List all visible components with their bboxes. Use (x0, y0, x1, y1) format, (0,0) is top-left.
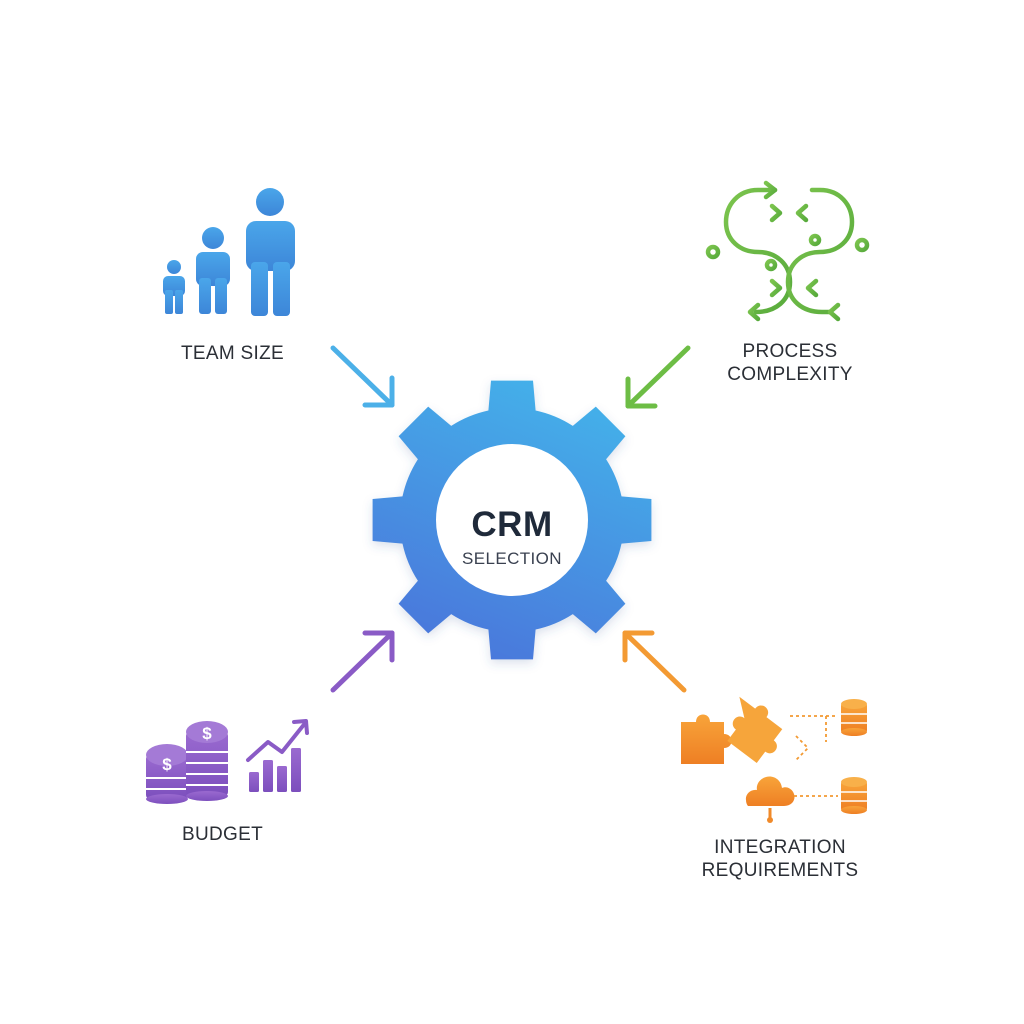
arrow-team-to-center (330, 345, 395, 408)
label-line: TEAM SIZE (181, 343, 284, 364)
label-budget: BUDGET (150, 823, 295, 846)
puzzle-database-icon (681, 696, 867, 823)
arrow-budget-to-center (330, 630, 395, 693)
label-line: BUDGET (182, 824, 263, 845)
arrow-process-to-center (625, 345, 691, 409)
person-small (163, 260, 185, 314)
database-icon-top (841, 699, 867, 736)
center-circle (436, 444, 588, 596)
center-subtitle: SELECTION (462, 549, 562, 568)
label-line: PROCESS (742, 341, 838, 362)
database-bottom-lines (841, 791, 867, 802)
label-integration-requirements: INTEGRATION REQUIREMENTS (680, 836, 880, 882)
label-team-size: TEAM SIZE (150, 342, 315, 365)
arrow-integration-to-center (622, 630, 687, 693)
cloud-icon (745, 776, 795, 823)
dollar-sign-left: $ (162, 755, 172, 774)
people-icon (163, 188, 295, 316)
coin-stack-right-lines (186, 751, 228, 786)
person-large (246, 188, 295, 316)
center-label: CRM SELECTION (437, 462, 587, 612)
bar-chart-icon (249, 748, 301, 792)
label-line: COMPLEXITY (727, 364, 853, 385)
flow-arrows-icon (705, 180, 870, 322)
label-line: REQUIREMENTS (701, 860, 859, 881)
coin-stack-left-lines (146, 777, 188, 790)
puzzle-piece-right (727, 696, 783, 763)
puzzle-piece-left (681, 714, 732, 764)
coins-chart-icon: $ $ (146, 719, 309, 804)
database-top-lines (841, 713, 867, 724)
label-process-complexity: PROCESS COMPLEXITY (700, 340, 880, 386)
dollar-sign-right: $ (202, 724, 212, 743)
database-icon-bottom (841, 777, 867, 814)
trend-arrow-icon (246, 719, 309, 762)
label-line: INTEGRATION (714, 837, 846, 858)
center-title: CRM (471, 505, 553, 544)
connector-lines (790, 715, 838, 797)
coin-stack-left (146, 744, 188, 804)
person-medium (196, 227, 230, 314)
